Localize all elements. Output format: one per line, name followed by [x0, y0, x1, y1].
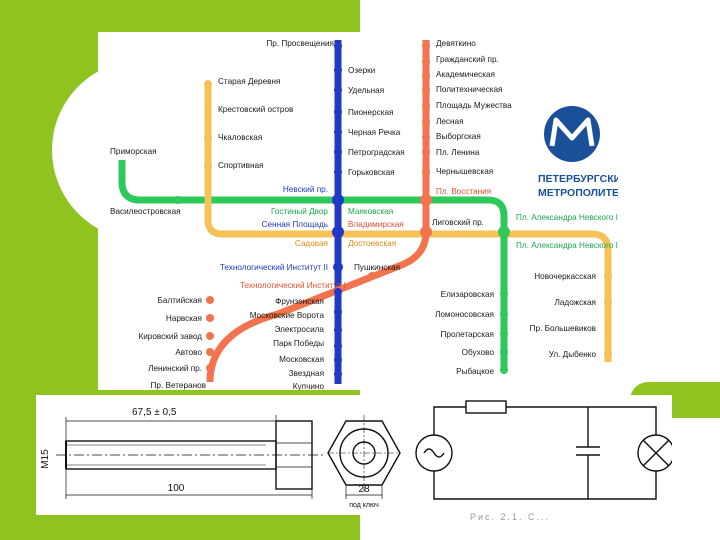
- logo-line2: МЕТРОПОЛИТЕН: [538, 187, 618, 199]
- orange-station-dots: [206, 42, 432, 372]
- station-label: Новочеркасская: [534, 272, 596, 281]
- station-label: Пр. Большевиков: [530, 324, 596, 333]
- logo-line1: ПЕТЕРБУРГСКИЙ: [538, 172, 618, 185]
- figure-caption: Рис. 2.1. С...: [470, 512, 551, 522]
- bolt-total-label: 100: [168, 483, 185, 494]
- metro-map-svg: Пр. Просвещения Озерки Удельная Пионерск…: [110, 39, 629, 391]
- station-label: Василеостровская: [110, 207, 181, 216]
- station-label: Московская: [279, 355, 324, 364]
- blue-station-dots: [332, 42, 344, 378]
- station-label: Пр. Ветеранов: [151, 381, 206, 390]
- key-caption: под ключ: [349, 502, 379, 509]
- metro-logo: [544, 106, 600, 162]
- station-label: Ленинский пр.: [148, 364, 202, 373]
- yellow-station-dots: [204, 80, 612, 358]
- station-label: Ломоносовская: [435, 310, 494, 319]
- station-label: Московские Ворота: [250, 311, 325, 320]
- station-label: Технологический Институт I: [240, 281, 346, 290]
- station-label: Пушкинская: [354, 263, 400, 272]
- station-label: Приморская: [110, 147, 157, 156]
- station-label: Автово: [175, 348, 202, 357]
- station-label: Озерки: [348, 66, 375, 75]
- station-label: Купчино: [293, 382, 325, 390]
- station-label: Елизаровская: [441, 290, 494, 299]
- station-label: Спортивная: [218, 161, 263, 170]
- key-size-label: 28: [358, 484, 370, 495]
- station-label: Балтийская: [158, 296, 202, 305]
- station-label: Пионерская: [348, 108, 393, 117]
- station-label: Парк Победы: [273, 339, 324, 348]
- orange-line: [206, 40, 430, 383]
- station-label: Петроградская: [348, 148, 405, 157]
- station-label: Лесная: [436, 117, 464, 126]
- station-label: Пл. Александра Невского I: [516, 213, 618, 222]
- station-label: Технологический Институт II: [220, 263, 328, 272]
- station-label: Садовая: [295, 239, 328, 248]
- station-label: Пл. Ленина: [436, 148, 480, 157]
- green-station-dots: [174, 196, 510, 374]
- station-label: Лиговский пр.: [432, 218, 484, 227]
- station-label: Чернышевская: [436, 167, 493, 176]
- station-label: Рыбацкое: [456, 367, 494, 376]
- station-label: Электросила: [275, 325, 325, 334]
- station-label: Пролетарская: [441, 330, 494, 339]
- station-label: Крестовский остров: [218, 105, 293, 114]
- station-label: Маяковская: [348, 207, 393, 216]
- metro-map: Пр. Просвещения Озерки Удельная Пионерск…: [98, 32, 629, 391]
- resistor-symbol: [465, 400, 507, 414]
- bolt-length-label: 67,5 ± 0,5: [132, 407, 177, 418]
- station-label: Пр. Просвещения: [266, 39, 334, 48]
- technical-drawings: 67,5 ± 0,5 100 М15 28 под ключ: [36, 395, 675, 515]
- station-label: Академическая: [436, 70, 495, 79]
- green-line: [118, 160, 508, 372]
- station-label: Горьковская: [348, 168, 395, 177]
- station-label: Девяткино: [436, 39, 476, 48]
- station-label: Черная Речка: [348, 128, 401, 137]
- station-label: Невский пр.: [283, 185, 328, 194]
- station-label: Удельная: [348, 86, 384, 95]
- station-label: Достоевская: [348, 239, 396, 248]
- station-label: Гостиный Двор: [271, 207, 328, 216]
- circuit-diagram: [415, 400, 675, 500]
- station-label: Пл. Восстания: [436, 187, 491, 196]
- bolt-thread-label: М15: [40, 449, 51, 469]
- station-label: Ул. Дыбенко: [549, 350, 597, 359]
- station-label: Фрунзенская: [275, 297, 324, 306]
- yellow-line: [204, 82, 612, 362]
- nut-drawing: [327, 415, 401, 499]
- station-label: Нарвская: [166, 314, 202, 323]
- station-label: Политехническая: [436, 85, 503, 94]
- station-label: Ладожская: [555, 298, 597, 307]
- drawings-svg: 67,5 ± 0,5 100 М15 28 под ключ: [40, 400, 675, 509]
- station-label: Площадь Мужества: [436, 101, 512, 110]
- station-label: Звездная: [289, 369, 324, 378]
- bolt-drawing: [56, 415, 326, 499]
- station-label: Старая Деревня: [218, 77, 280, 86]
- station-label: Выборгская: [436, 132, 481, 141]
- station-label: Гражданский пр.: [436, 55, 499, 64]
- station-label: Кировский завод: [138, 332, 202, 341]
- station-label: Обухово: [462, 348, 495, 357]
- station-label: Сенная Площадь: [262, 220, 328, 229]
- station-label: Чкаловская: [218, 133, 262, 142]
- station-label: Владимирская: [348, 220, 404, 229]
- station-label: Пл. Александра Невского II: [516, 241, 618, 250]
